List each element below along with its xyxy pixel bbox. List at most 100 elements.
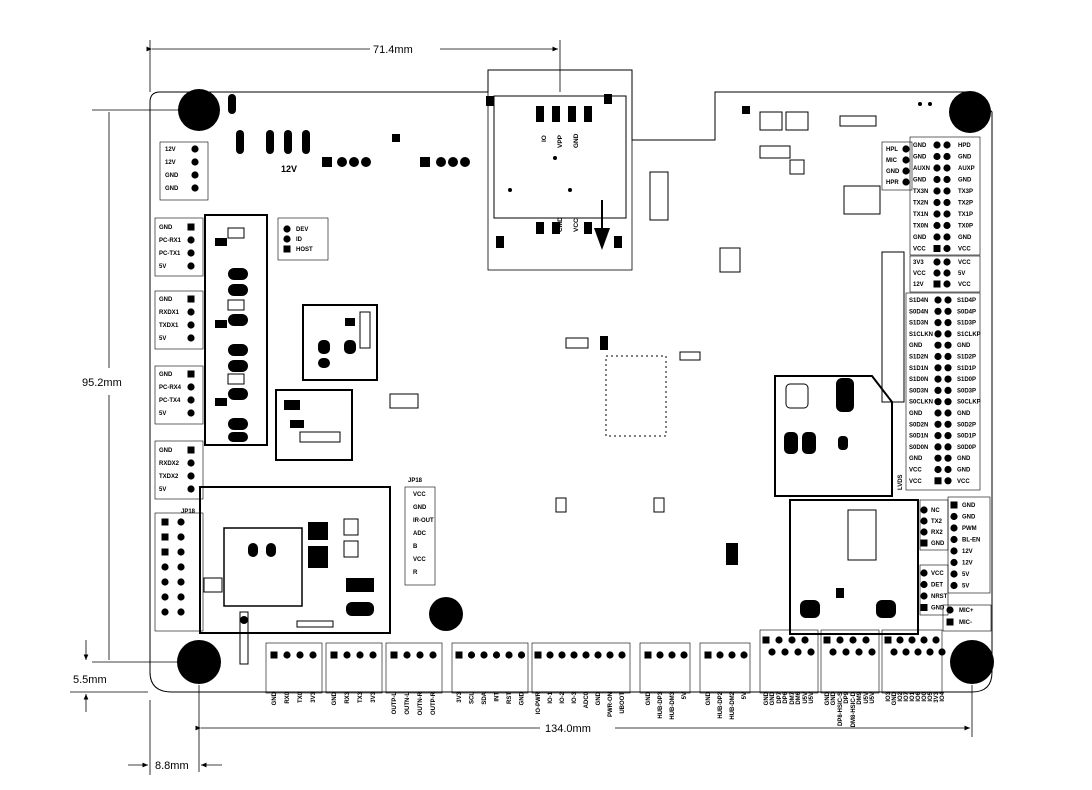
power_left-pin-label: 12V bbox=[165, 147, 176, 153]
lvds-pin bbox=[944, 307, 952, 315]
uart_pc4-pin bbox=[187, 370, 195, 378]
bl_group-pin bbox=[950, 547, 958, 555]
bottom_io-pin-label: IO-PWR bbox=[536, 691, 542, 714]
bottom_audio-pin bbox=[416, 651, 424, 659]
uart_2-pin-label: RXDX2 bbox=[159, 461, 180, 467]
bottom_usb_a-pin-label: U5V bbox=[803, 692, 809, 704]
lvds_right-pin-label: S0D1P bbox=[957, 434, 976, 440]
sd-vcc-label: VCC bbox=[573, 218, 580, 232]
usb_mode-pin bbox=[283, 225, 291, 233]
lvds-pin bbox=[944, 386, 952, 394]
jp18-left-pin bbox=[177, 518, 185, 526]
lvds-pin bbox=[934, 398, 942, 406]
bottom_usb_b-pin bbox=[807, 648, 815, 656]
bl_group-pin-label: GND bbox=[962, 515, 976, 521]
bottom_i2c-pin-label: 3V3 bbox=[457, 691, 463, 702]
dp_right-pin-label: GND bbox=[958, 235, 972, 241]
lvds-pin bbox=[934, 454, 942, 462]
dp-pin bbox=[933, 210, 941, 218]
bottom_audio-pin-label: OUTP-R bbox=[431, 691, 437, 715]
lvds-pin bbox=[944, 454, 952, 462]
lvds_left-pin-label: S0CLKN bbox=[909, 400, 933, 406]
jp18-left-pin bbox=[177, 533, 185, 541]
dp-pin bbox=[943, 198, 951, 207]
bottom_i2c-pin-label: SDA bbox=[482, 691, 488, 704]
hdmi_small-pin-label: HPR bbox=[886, 180, 899, 186]
det_group-pin-label: DET bbox=[931, 583, 943, 589]
mount-hole-bl bbox=[177, 640, 221, 684]
lvds-pin bbox=[944, 443, 952, 451]
bottom_hub2-pin-label: 5V bbox=[742, 692, 748, 699]
lvds_left-pin-label: VCC bbox=[909, 479, 922, 485]
lvds_left-pin-label: GND bbox=[909, 411, 923, 417]
uart-pc4-connector bbox=[154, 365, 204, 425]
bottom_io-pin-label: UBOOT bbox=[620, 692, 626, 714]
lvds_left-pin-label: S0D2N bbox=[909, 422, 928, 428]
lvds-pin bbox=[934, 319, 942, 327]
lvds-label: LVDS bbox=[898, 474, 904, 490]
det_group-pin bbox=[920, 569, 928, 577]
pwr_left-pin-label: 12V bbox=[913, 282, 924, 288]
hdmi_small-pin-label: MIC bbox=[886, 158, 898, 164]
bottom_hub2-pin bbox=[716, 651, 724, 659]
bottom_usb_a-pin bbox=[775, 636, 783, 644]
uart_pc1-pin-label: PC-TX1 bbox=[159, 251, 181, 257]
bottom_uart0-pin-label: TX0 bbox=[298, 691, 304, 703]
lvds-pin bbox=[934, 341, 942, 349]
dp_right-pin-label: TX2P bbox=[958, 201, 973, 207]
bl_group-pin-label: 5V bbox=[962, 584, 969, 590]
bottom_hub2-pin-label: GND bbox=[706, 691, 712, 705]
lvds-pin bbox=[934, 375, 942, 383]
bottom_audio-pin bbox=[390, 651, 398, 659]
bottom_usb_c-pin-label: GND bbox=[825, 691, 831, 705]
lvds_right-pin-label: S0D4P bbox=[957, 309, 976, 315]
dp-pin bbox=[943, 175, 951, 184]
hdmi_small-pin bbox=[902, 178, 910, 186]
lvds_right-pin-label: S1D2P bbox=[957, 355, 976, 361]
pwr-pin bbox=[933, 258, 941, 266]
dim-height-text: 95.2mm bbox=[82, 377, 122, 389]
dp_left-pin-label: GND bbox=[913, 155, 927, 161]
bottom_hub2-pin bbox=[704, 651, 712, 659]
bottom_usb_c-pin bbox=[823, 636, 831, 644]
dp_right-pin-label: GND bbox=[958, 178, 972, 184]
bottom_gpio_a-pin-label: IO0 bbox=[922, 691, 928, 701]
bl_group-pin-label: GND bbox=[962, 503, 976, 509]
bottom_audio-pin-label: OUTN-R bbox=[418, 691, 424, 715]
lvds_left-pin-label: S0D4N bbox=[909, 309, 928, 315]
jp18-left-pin bbox=[161, 608, 169, 616]
lvds-pin bbox=[934, 443, 942, 451]
uart_pc4-pin-label: PC-TX4 bbox=[159, 398, 181, 404]
bl_group-pin bbox=[950, 524, 958, 532]
lvds-pin bbox=[944, 409, 952, 417]
bottom_hub1-pin bbox=[656, 651, 664, 659]
lvds-pin bbox=[944, 420, 952, 428]
bottom_io-pin-label: GND bbox=[596, 691, 602, 705]
bottom-connectors bbox=[239, 611, 943, 694]
bottom_usb_b-pin bbox=[781, 648, 789, 656]
dp-pin bbox=[943, 233, 951, 241]
jp18_mid_pins-pin-label: IR-OUT bbox=[413, 518, 434, 524]
bottom_io-pin bbox=[606, 651, 614, 659]
bottom_io-pin-label: IO-3 bbox=[572, 691, 578, 703]
pwr-pin bbox=[943, 280, 951, 288]
pwr_right-pin-label: VCC bbox=[958, 282, 971, 288]
lvds_right-pin-label: GND bbox=[957, 343, 971, 349]
bottom_hub1-pin-label: 5V bbox=[682, 692, 688, 699]
nc_group-pin-label: RX2 bbox=[931, 530, 943, 536]
bottom_hub1-pin-label: HUB-DP3 bbox=[658, 691, 664, 718]
uart_pc4-pin-label: GND bbox=[159, 372, 173, 378]
mic_group-pin bbox=[946, 606, 954, 614]
pwr_left-pin-label: VCC bbox=[913, 271, 926, 277]
power-12v-label: 12V bbox=[281, 164, 297, 174]
bottom_io-pin bbox=[534, 651, 542, 659]
lvds_right-pin-label: S0D3P bbox=[957, 388, 976, 394]
bottom_hub2-pin-label: HUB-DM2 bbox=[730, 691, 736, 719]
jp18-mid-block: JP18 bbox=[404, 478, 436, 586]
lvds_left-pin-label: S1D4N bbox=[909, 298, 928, 304]
uart_pc1-pin bbox=[187, 262, 195, 270]
bottom_gpio_a-pin-label: IO2 bbox=[898, 691, 904, 701]
lvds_left-pin-label: S1CLKN bbox=[909, 332, 933, 338]
det_group-pin bbox=[920, 604, 928, 611]
power-circuit-block bbox=[774, 375, 893, 497]
